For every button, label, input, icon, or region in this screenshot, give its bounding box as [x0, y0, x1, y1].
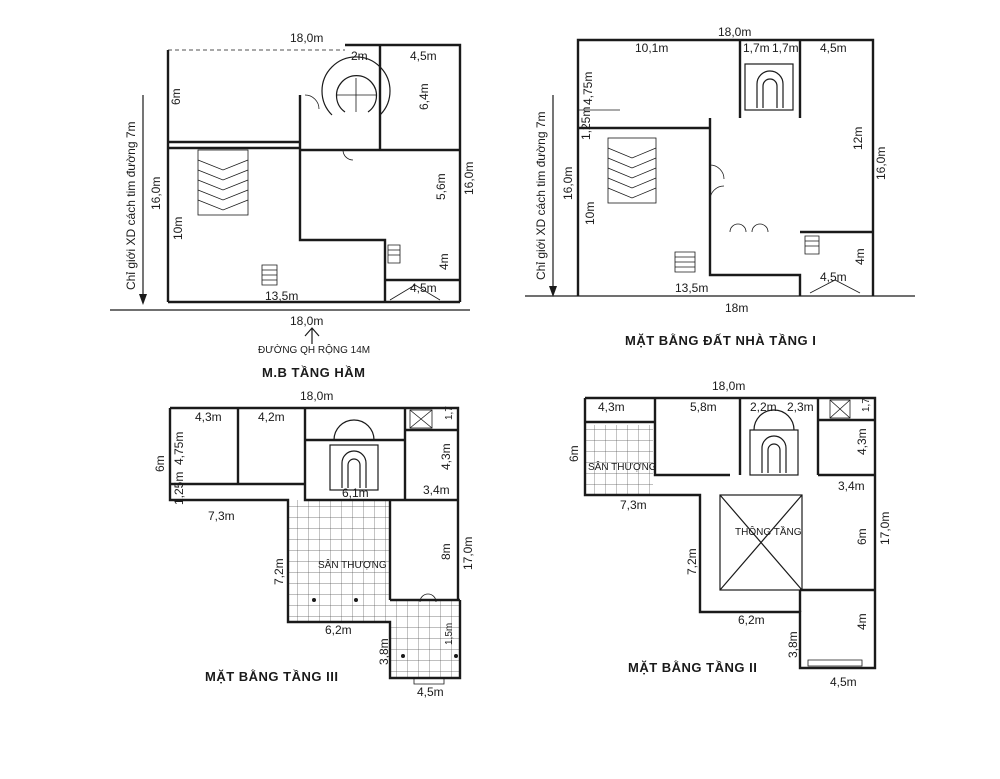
ground-bottom-total: 18m	[725, 301, 748, 315]
ground-bottom-right-height: 4m	[853, 248, 867, 265]
third-bottom-small-height: 1,5m	[444, 623, 455, 645]
ground-top-right-width: 4,5m	[820, 41, 847, 55]
third-bottom-left-width: 7,3m	[208, 509, 235, 523]
ground-width-top: 18,0m	[718, 25, 751, 39]
third-left-height: 6m	[153, 455, 167, 472]
second-right-room-height: 4,3m	[855, 428, 869, 455]
second-corner: 1,7	[861, 398, 872, 412]
second-bottom-right-height: 4m	[855, 613, 869, 630]
third-right-mid-height: 8m	[439, 543, 453, 560]
second-stair-a: 2,2m	[750, 400, 777, 414]
ground-bottom-left-width: 13,5m	[675, 281, 708, 295]
ground-left-height: 16,0m	[561, 167, 575, 200]
second-bottom-left-width: 7,3m	[620, 498, 647, 512]
basement-room-tl-height: 6m	[169, 88, 183, 105]
third-stair-width: 6,1m	[342, 486, 369, 500]
ground-right-inner-height: 12m	[851, 127, 865, 150]
second-void-height: 7,2m	[685, 548, 699, 575]
basement-bottom-left-width: 13,5m	[265, 289, 298, 303]
ground-top-left-width: 10,1m	[635, 41, 668, 55]
basement-left-lower: 10m	[171, 217, 185, 240]
second-left-height: 6m	[567, 445, 581, 462]
second-right-mid-height: 6m	[855, 528, 869, 545]
third-bottom-width: 4,5m	[417, 685, 444, 699]
third-right-height: 17,0m	[461, 537, 475, 570]
third-bottom-height: 3,8m	[377, 638, 391, 665]
basement-width-top: 18,0m	[290, 31, 323, 45]
basement-bottom-right-height: 4m	[437, 253, 451, 270]
ground-stair-a: 1,7m	[743, 41, 770, 55]
third-left-small-height: 1,25m	[172, 472, 186, 505]
third-room1-width: 4,3m	[195, 410, 222, 424]
second-room2-width: 5,8m	[690, 400, 717, 414]
ground-left-top-height: 4,75m	[581, 72, 595, 105]
second-floor-plan: 18,0m 4,3m 5,8m 2,2m 2,3m 1,7 6m SÂN THƯ…	[567, 379, 892, 689]
third-width-top: 18,0m	[300, 389, 333, 403]
third-left-inner-height: 4,75m	[172, 432, 186, 465]
ground-title: MẶT BẰNG ĐẤT NHÀ TẦNG I	[625, 333, 816, 348]
second-right-height: 17,0m	[878, 512, 892, 545]
ground-bottom-right-width: 4,5m	[820, 270, 847, 284]
second-void-label: THÔNG TẦNG	[735, 525, 802, 538]
ground-right-height: 16,0m	[874, 147, 888, 180]
second-room1-width: 4,3m	[598, 400, 625, 414]
second-bottom-width: 4,5m	[830, 675, 857, 689]
basement-bottom-right-width: 4,5m	[410, 281, 437, 295]
third-terrace-height: 7,2m	[272, 558, 286, 585]
third-right-room-height: 4,3m	[439, 443, 453, 470]
second-mid-width: 6,2m	[738, 613, 765, 627]
basement-stair-width: 2m	[351, 49, 368, 63]
basement-left-height: 16,0m	[149, 177, 163, 210]
third-floor-plan: 18,0m 4,3m 4,2m 1,7 6m 4,75m 1,25m 7,3m …	[153, 389, 475, 699]
ground-left-lower: 10m	[583, 202, 597, 225]
third-title: MẶT BẰNG TẦNG III	[205, 669, 338, 684]
basement-title: M.B TẦNG HẦM	[262, 365, 366, 380]
basement-road-label: ĐƯỜNG QH RỘNG 14M	[258, 343, 370, 356]
third-terrace-width: 6,2m	[325, 623, 352, 637]
basement-right-room-width: 4,5m	[410, 49, 437, 63]
basement-right-room-height: 6,4m	[417, 83, 431, 110]
third-right-room-width: 3,4m	[423, 483, 450, 497]
second-stair-b: 2,3m	[787, 400, 814, 414]
second-title: MẶT BẰNG TẦNG II	[628, 660, 757, 675]
second-terrace-label: SÂN THƯỢNG	[588, 460, 657, 473]
basement-setback-label: Chỉ giới XD cách tim đường 7m	[124, 122, 138, 291]
north-arrow-icon	[304, 327, 320, 344]
basement-plan: Chỉ giới XD cách tim đường 7m 18,0m	[110, 31, 476, 380]
ground-setback-label: Chỉ giới XD cách tim đường 7m	[534, 112, 548, 281]
basement-width-bottom: 18,0m	[290, 314, 323, 328]
ground-stair-b: 1,7m	[772, 41, 799, 55]
ground-floor-plan: Chỉ giới XD cách tim đường 7m 18,0m 1	[525, 25, 915, 348]
basement-right-height: 16,0m	[462, 162, 476, 195]
ground-left-small-height: 1,25m	[579, 107, 593, 140]
second-bottom-height: 3,8m	[786, 631, 800, 658]
second-right-room-width: 3,4m	[838, 479, 865, 493]
third-corner: 1,7	[444, 406, 455, 420]
third-terrace-label: SÂN THƯỢNG	[318, 558, 387, 571]
third-room2-width: 4,2m	[258, 410, 285, 424]
basement-right-mid-height: 5,6m	[434, 173, 448, 200]
second-width-top: 18,0m	[712, 379, 745, 393]
